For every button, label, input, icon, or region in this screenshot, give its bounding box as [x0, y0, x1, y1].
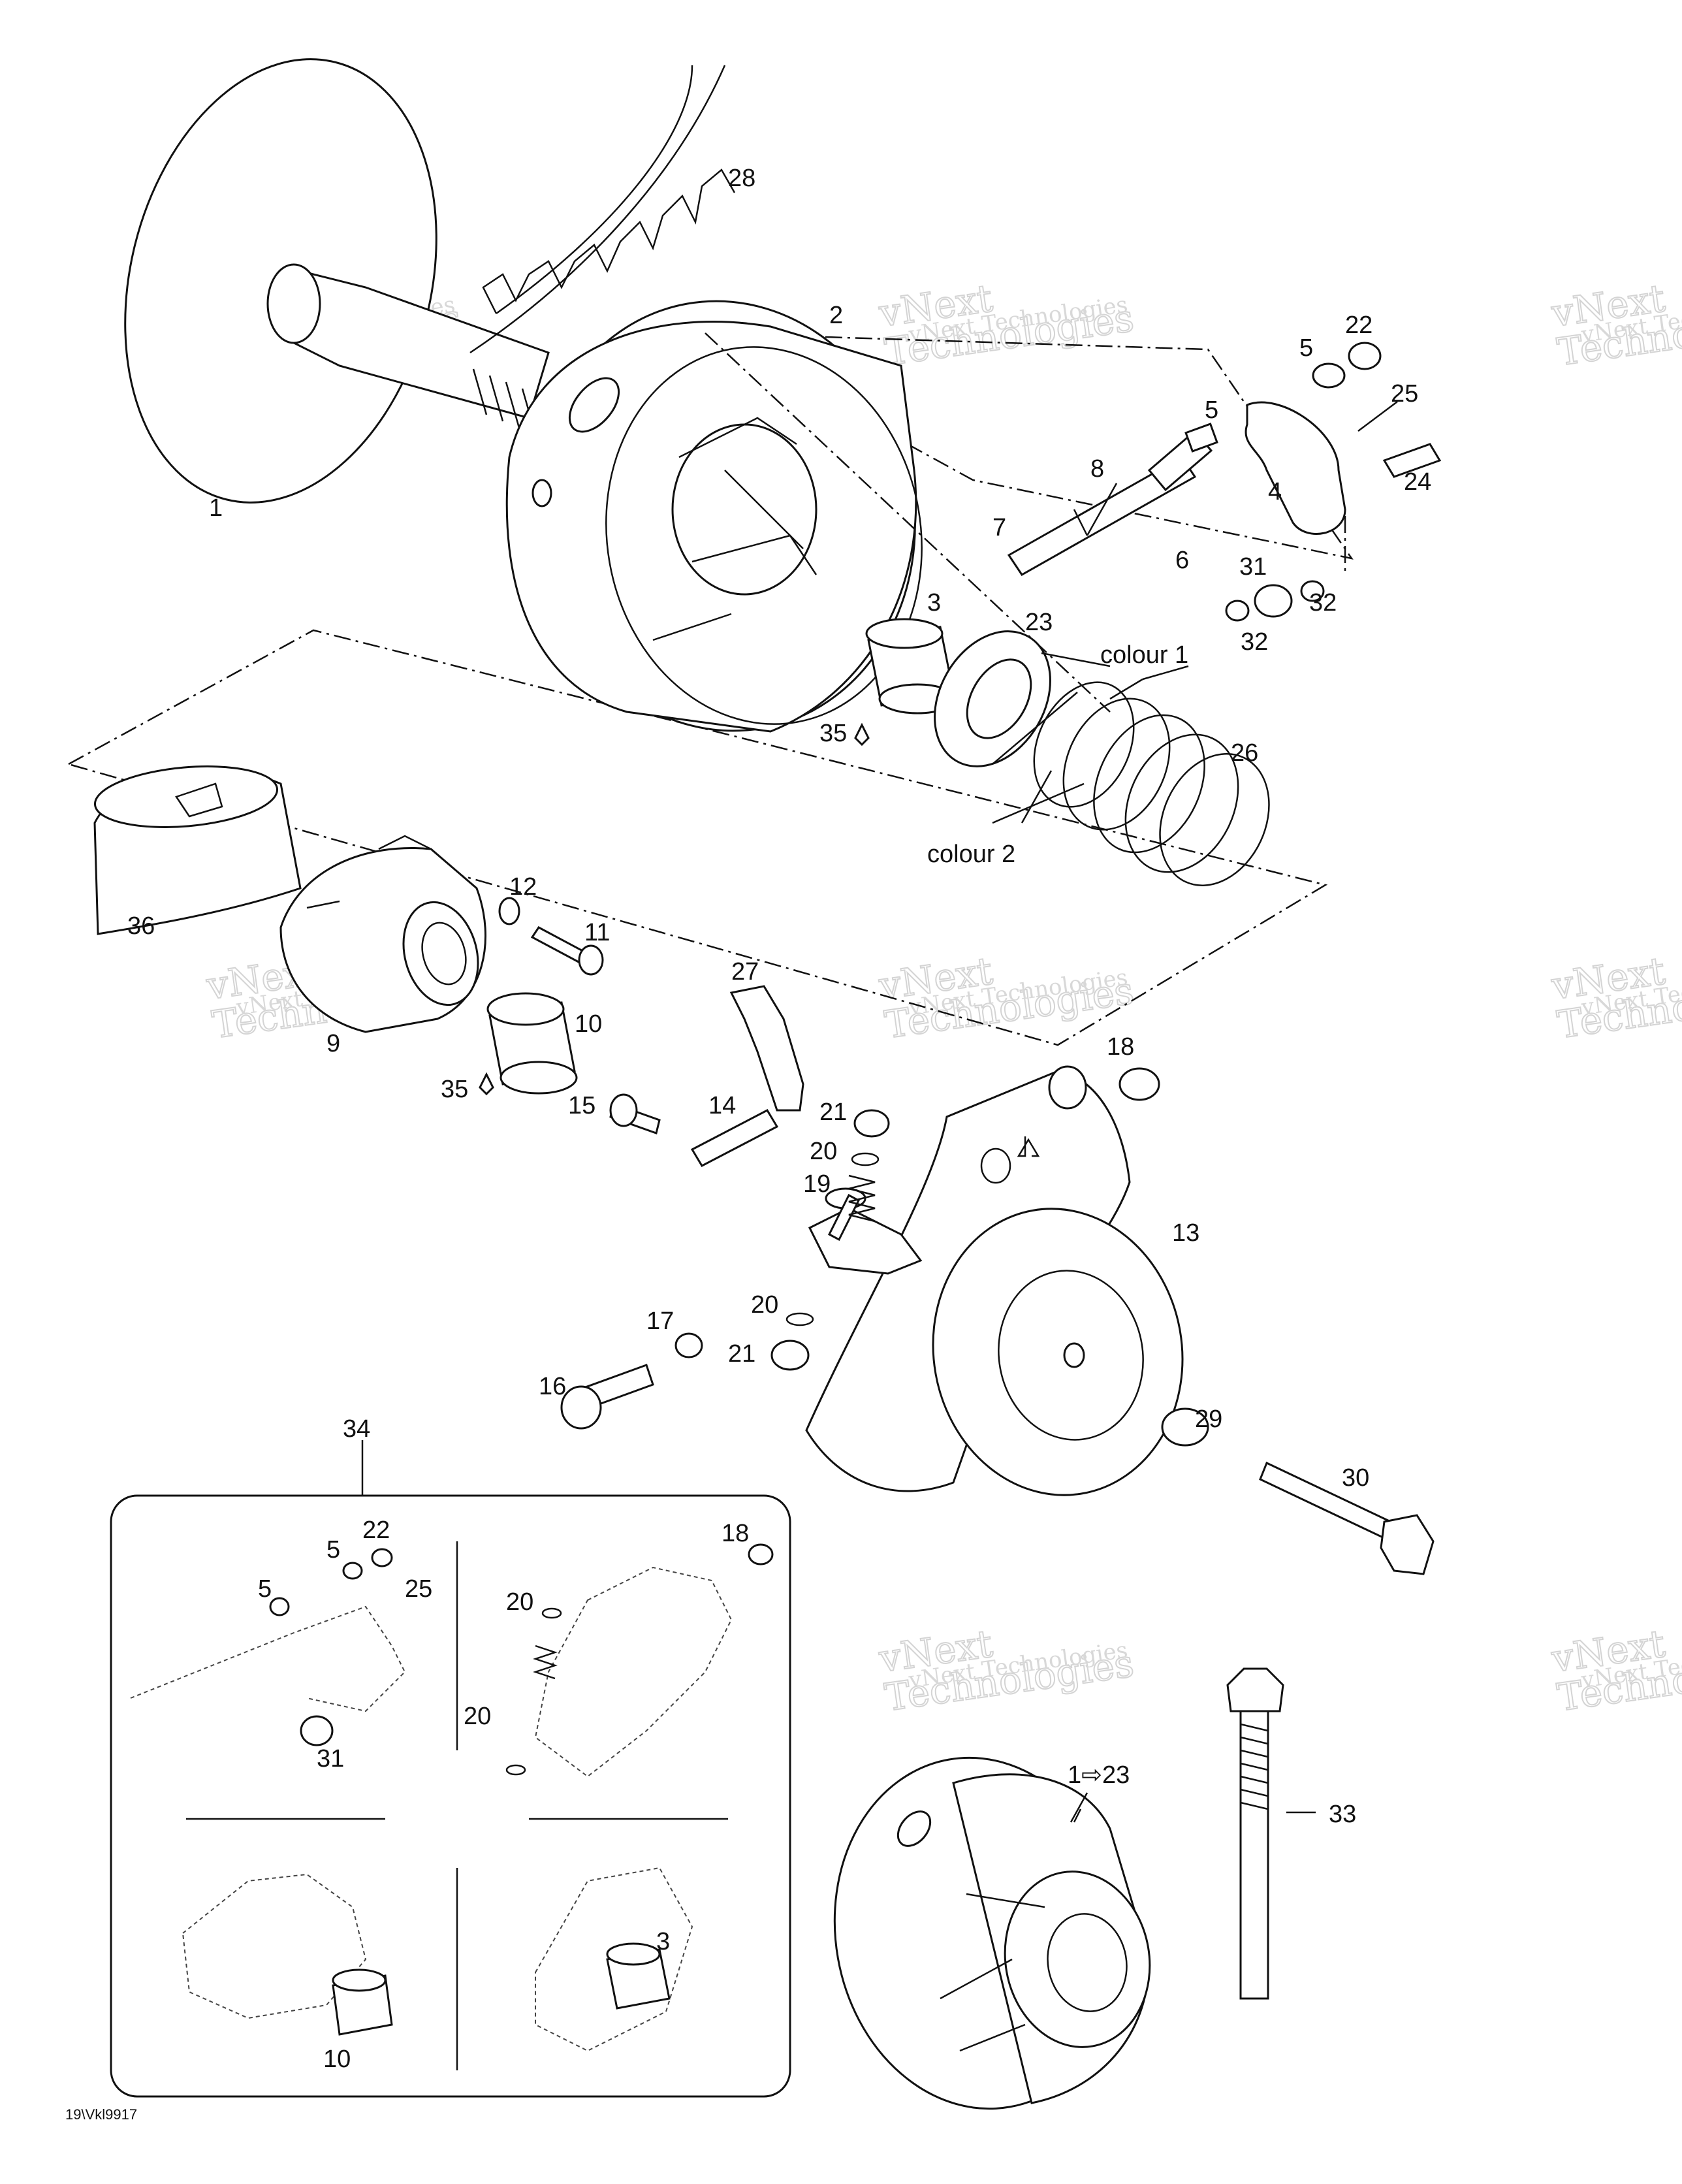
cover-13 [805, 1065, 1184, 1496]
inset-callout-20: 20 [506, 1588, 533, 1616]
shoe-36 [93, 765, 302, 935]
callout-32: 32 [1309, 589, 1337, 617]
washer-17 [674, 1332, 703, 1358]
clutch-assembly [833, 1756, 1151, 2110]
callout-34: 34 [343, 1415, 370, 1443]
inset-callout-20: 20 [464, 1703, 491, 1730]
pin-14 [690, 1109, 779, 1167]
cam-arm-27 [729, 985, 804, 1112]
sliding-sheave [505, 300, 923, 733]
bolt-30-head [1380, 1514, 1435, 1575]
callout-2: 2 [829, 302, 843, 329]
callout-33: 33 [1329, 1801, 1356, 1828]
callout-32: 32 [1241, 628, 1268, 656]
callout-14: 14 [708, 1092, 736, 1119]
callout-35: 35 [819, 720, 847, 747]
inset-callout-5: 5 [258, 1575, 272, 1603]
callout-labels: 1 2 3 4 5 5 6 7 8 9 10 11 12 13 14 15 16… [127, 165, 1431, 1828]
grease-fitting-35-mid [479, 1072, 494, 1096]
bushing-10 [486, 992, 578, 1095]
inset-callout-5: 5 [326, 1536, 340, 1564]
fixed-sheave [124, 58, 550, 504]
inset-callout-3: 3 [656, 1928, 670, 1955]
callout-6: 6 [1175, 547, 1189, 574]
nut-18 [1119, 1067, 1160, 1101]
callout-27: 27 [731, 958, 759, 986]
watermark: vNext Technologies vNext Technologies [1547, 1620, 1682, 1720]
callout-26: 26 [1231, 739, 1258, 767]
callout-1: 1 [209, 494, 223, 522]
washer-12 [498, 897, 520, 925]
callout-19: 19 [803, 1170, 831, 1198]
lever-assembly [1007, 342, 1442, 622]
callout-30: 30 [1342, 1464, 1369, 1492]
bolt-16-head [560, 1385, 602, 1430]
inset-callout-22: 22 [362, 1517, 390, 1544]
screw-11-head [578, 944, 604, 976]
callout-23: 23 [1025, 609, 1053, 636]
cap-21-top [853, 1109, 890, 1138]
long-bolt-33 [1226, 1667, 1316, 2000]
inset-callout-31: 31 [317, 1745, 344, 1773]
callout-11: 11 [584, 919, 610, 946]
inset-callout-18: 18 [722, 1520, 749, 1547]
callout-5: 5 [1299, 334, 1313, 362]
leader-lines [992, 483, 1189, 1823]
callout-3: 3 [927, 589, 941, 617]
callout-20: 20 [810, 1138, 837, 1165]
callout-35: 35 [441, 1076, 468, 1103]
callout-10: 10 [575, 1010, 602, 1038]
callout-36: 36 [127, 912, 155, 940]
spring-19 [848, 1174, 876, 1223]
assembly-label: 1⇨23 [1068, 1761, 1130, 1789]
callout-20: 20 [751, 1291, 778, 1319]
callout-28: 28 [728, 165, 755, 192]
callout-15: 15 [568, 1092, 595, 1119]
washer-23 [934, 630, 1051, 767]
callout-16: 16 [539, 1373, 566, 1400]
inset-callout-25: 25 [405, 1575, 432, 1603]
inset-callout-10: 10 [323, 2046, 351, 2073]
callout-24: 24 [1404, 468, 1431, 496]
callout-7: 7 [992, 514, 1006, 541]
watermark: vNext Technologies vNext Technologies [875, 1620, 1137, 1720]
callout-25: 25 [1391, 380, 1418, 408]
callout-9: 9 [326, 1030, 340, 1057]
watermark: vNext Technologies vNext Technologies [1547, 275, 1682, 375]
watermark: vNext Technologies vNext Technologies [1547, 948, 1682, 1048]
outline-middle-group [66, 629, 1328, 1046]
bolt-15-head [609, 1093, 638, 1127]
inset-labels: 22 5 5 25 31 18 20 20 10 3 [258, 1517, 749, 2073]
callout-13: 13 [1172, 1219, 1199, 1247]
grease-fitting-35-top [854, 722, 870, 747]
callout-31: 31 [1239, 553, 1267, 581]
callout-29: 29 [1195, 1405, 1222, 1433]
callout-21: 21 [728, 1340, 755, 1368]
washer-20-bottom [785, 1312, 814, 1326]
watermark: vNext Technologies vNext Technologies [875, 275, 1137, 375]
drawing-code: 19\Vkl9917 [65, 2106, 137, 2123]
callout-22: 22 [1345, 312, 1373, 339]
washer-29 [1161, 1407, 1209, 1447]
callout-8: 8 [1090, 455, 1104, 483]
spring-26 [1033, 681, 1270, 886]
spider-9 [279, 835, 486, 1033]
callout-4: 4 [1268, 478, 1282, 506]
colour-1-label: colour 1 [1100, 641, 1188, 669]
washer-20-top [851, 1152, 880, 1166]
callout-21: 21 [819, 1099, 847, 1126]
cap-21-bottom [770, 1340, 810, 1371]
callout-12: 12 [509, 873, 537, 901]
drive-belt [469, 65, 736, 354]
kit-inset-34 [110, 1440, 791, 2098]
bolt-30 [1259, 1461, 1392, 1540]
bushing-3 [865, 618, 957, 715]
colour-2-label: colour 2 [927, 841, 1015, 868]
axis-top [705, 332, 1111, 713]
callout-5: 5 [1205, 396, 1218, 424]
callout-17: 17 [646, 1308, 674, 1335]
callout-18: 18 [1107, 1033, 1134, 1061]
